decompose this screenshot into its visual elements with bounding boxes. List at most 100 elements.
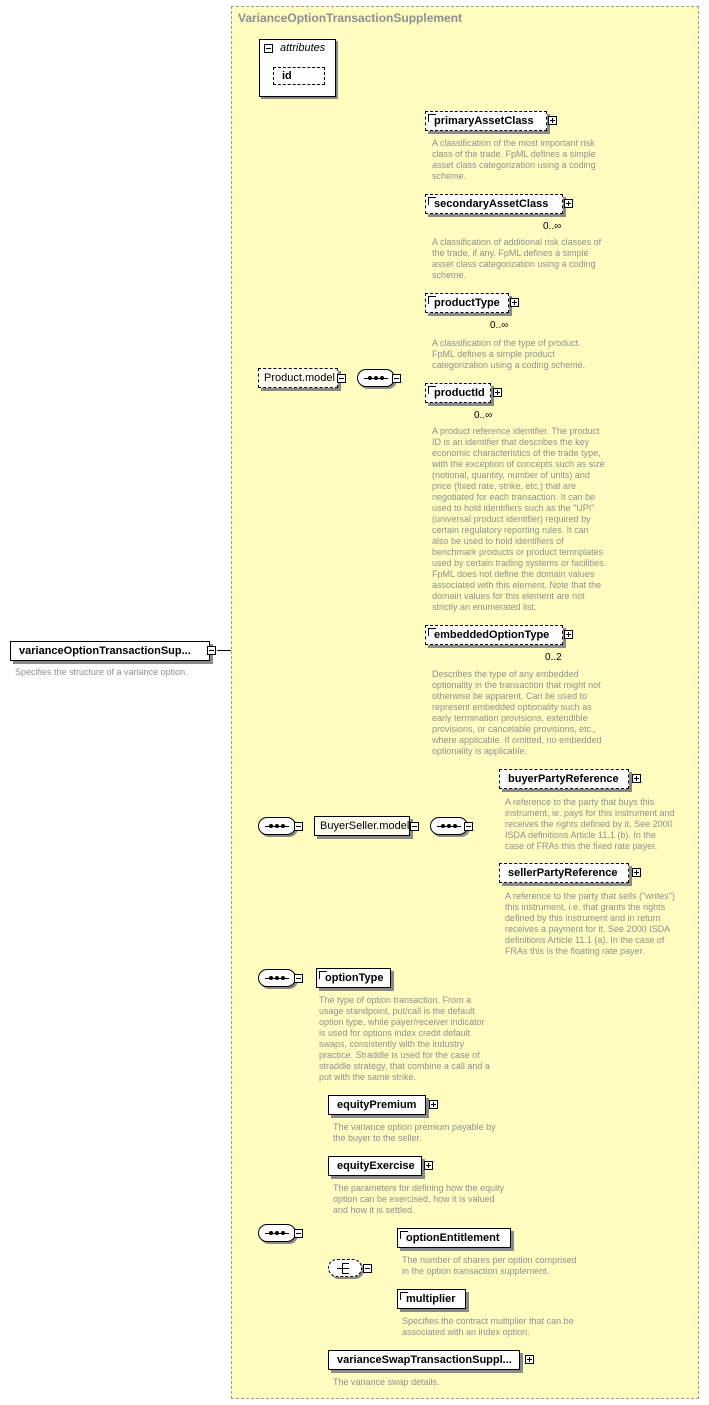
- collapse-icon[interactable]: [363, 1264, 372, 1273]
- description-line: associated with an index option.: [402, 1327, 530, 1337]
- buyerseller-model-group[interactable]: BuyerSeller.model: [314, 816, 410, 836]
- description-variance-swap-transaction-supplement: The variance swap details.: [333, 1377, 440, 1388]
- element-label: primaryAssetClass: [434, 115, 534, 127]
- expand-icon[interactable]: [564, 630, 573, 639]
- document-icon: [428, 114, 436, 122]
- cardinality-label: 0..2: [545, 652, 562, 663]
- description-line: class of the trade. FpML defines a simpl…: [432, 149, 596, 159]
- description-line: associated with this element. Note that …: [432, 580, 602, 590]
- element-label: buyerPartyReference: [508, 773, 619, 785]
- element-primary-asset-class[interactable]: primaryAssetClass: [425, 111, 547, 131]
- attributes-label: attributes: [280, 42, 326, 54]
- description-line: scheme.: [432, 171, 467, 181]
- description-line: used to hold identifiers such as the "UP…: [432, 503, 595, 513]
- description-line: (notional, quantity, number of units) an…: [432, 470, 590, 480]
- element-option-entitlement[interactable]: optionEntitlement: [397, 1228, 511, 1248]
- element-product-type[interactable]: productType: [425, 293, 509, 313]
- description-line: FpML does not define the domain values: [432, 569, 595, 579]
- collapse-icon[interactable]: [337, 374, 346, 383]
- sequence-compositor-icon: [430, 817, 468, 835]
- description-line: case of FRAs this the fixed rate payer.: [505, 841, 658, 851]
- description-line: The type of option transaction. From a: [319, 995, 472, 1005]
- description-line: categorization using a coding scheme.: [432, 360, 586, 370]
- description-line: The number of shares per option comprise…: [402, 1255, 577, 1265]
- description-line: straddle strategy, that combine a call a…: [319, 1061, 490, 1071]
- attribute-id[interactable]: id: [273, 67, 325, 85]
- expand-icon[interactable]: [632, 774, 641, 783]
- description-line: provisions, or cancelable provisions, et…: [432, 724, 597, 734]
- collapse-icon[interactable]: [294, 822, 303, 831]
- description-line: A reference to the party that sells ("wr…: [505, 891, 675, 901]
- description-line: price (fixed rate, strike, etc.) that ar…: [432, 481, 577, 491]
- expand-icon[interactable]: [632, 868, 641, 877]
- cardinality-label: 0..∞: [474, 410, 493, 421]
- collapse-icon[interactable]: [264, 44, 273, 53]
- expand-icon[interactable]: [493, 388, 502, 397]
- group-title: VarianceOptionTransactionSupplement: [238, 11, 463, 25]
- description-line: strictly an enumerated list.: [432, 602, 537, 612]
- element-buyer-party-reference[interactable]: buyerPartyReference: [499, 769, 629, 789]
- element-secondary-asset-class[interactable]: secondaryAssetClass: [425, 194, 563, 214]
- expand-icon[interactable]: [429, 1100, 438, 1109]
- element-label: productId: [434, 387, 485, 399]
- description-option-entitlement: The number of shares per option comprise…: [402, 1255, 577, 1277]
- element-equity-premium[interactable]: equityPremium: [328, 1095, 426, 1115]
- description-line: A product reference identifier. The prod…: [432, 426, 600, 436]
- element-label: secondaryAssetClass: [434, 198, 549, 210]
- description-line: option can be exercised, how it is value…: [333, 1194, 495, 1204]
- choice-compositor-icon: [328, 1259, 362, 1277]
- element-option-type[interactable]: optionType: [316, 968, 391, 988]
- description-line: A reference to the party that buys this: [505, 797, 655, 807]
- expand-icon[interactable]: [525, 1355, 534, 1364]
- expand-icon[interactable]: [424, 1161, 433, 1170]
- collapse-icon[interactable]: [294, 974, 303, 983]
- element-embedded-option-type[interactable]: embeddedOptionType: [425, 625, 563, 645]
- description-line: this instrument, i.e. that grants the ri…: [505, 902, 666, 912]
- product-model-group[interactable]: Product.model: [258, 368, 338, 388]
- description-line: optionality in the transaction that migh…: [432, 680, 601, 690]
- description-line: certain regulatory reporting rules. It c…: [432, 525, 589, 535]
- description-line: The parameters for defining how the equi…: [333, 1183, 505, 1193]
- root-description: Specifies the structure of a variance op…: [15, 667, 188, 677]
- description-line: usage standpoint, put/call is the defaul…: [319, 1006, 475, 1016]
- collapse-icon[interactable]: [392, 374, 401, 383]
- document-icon: [428, 628, 436, 636]
- description-line: FRAs this is the floating rate payer.: [505, 946, 645, 956]
- description-line: used by certain trading systems or facil…: [432, 558, 607, 568]
- description-multiplier: Specifies the contract multiplier that c…: [402, 1316, 574, 1338]
- document-icon: [400, 1292, 408, 1300]
- expand-icon[interactable]: [564, 199, 573, 208]
- description-line: represent embedded optionality such as: [432, 702, 592, 712]
- description-line: in the option transaction supplement.: [402, 1266, 550, 1276]
- element-label: optionEntitlement: [406, 1232, 500, 1244]
- root-element[interactable]: varianceOptionTransactionSup...: [10, 641, 210, 661]
- expand-icon[interactable]: [548, 116, 557, 125]
- description-line: with the exception of concepts such as s…: [432, 459, 605, 469]
- description-line: defined by this instrument and in return: [505, 913, 661, 923]
- document-icon: [400, 1231, 408, 1239]
- element-multiplier[interactable]: multiplier: [397, 1289, 466, 1309]
- document-icon: [428, 197, 436, 205]
- product-model-label: Product.model: [264, 372, 335, 384]
- description-product-type: A classification of the type of product.…: [432, 338, 585, 371]
- element-seller-party-reference[interactable]: sellerPartyReference: [499, 863, 629, 883]
- collapse-icon[interactable]: [464, 822, 473, 831]
- description-line: receives a payment for it. See 2000 ISDA: [505, 924, 671, 934]
- element-product-id[interactable]: productId: [425, 383, 491, 403]
- expand-icon[interactable]: [510, 298, 519, 307]
- element-label: productType: [434, 297, 500, 309]
- collapse-icon[interactable]: [410, 822, 419, 831]
- element-equity-exercise[interactable]: equityExercise: [328, 1156, 422, 1176]
- description-line: The variance swap details.: [333, 1377, 440, 1387]
- collapse-icon[interactable]: [207, 646, 216, 655]
- collapse-icon[interactable]: [294, 1229, 303, 1238]
- element-variance-swap-transaction-supplement[interactable]: varianceSwapTransactionSuppl...: [328, 1350, 520, 1370]
- description-line: scheme.: [432, 270, 467, 280]
- sequence-compositor-icon: [357, 369, 395, 387]
- description-line: economic characteristics of the trade ty…: [432, 448, 601, 458]
